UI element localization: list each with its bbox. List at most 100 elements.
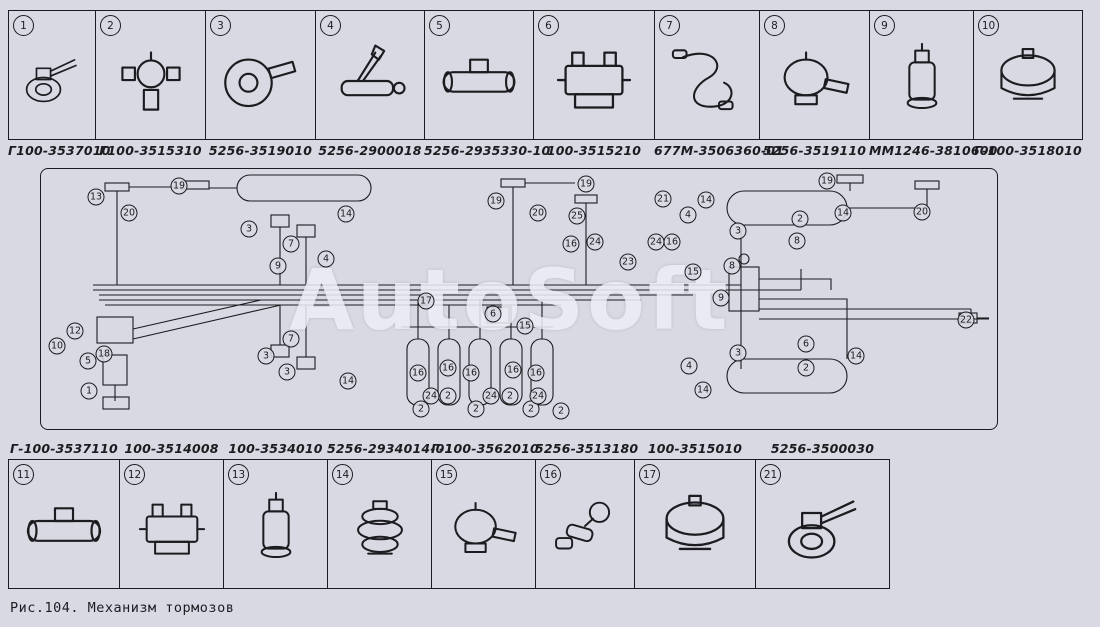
part-illustration [435,34,524,129]
part-number-badge: 9 [874,15,895,36]
schematic-drawing [93,174,989,410]
part-col: 5256-3500030 21 [755,438,890,589]
part-cell-21[interactable]: 21 [755,459,890,589]
part-illustration [326,34,415,129]
callout-19: 19 [170,177,188,195]
part-cell-13[interactable]: 13 [223,459,328,589]
part-number-label: 5256-3513180 [535,441,639,456]
part-cell-12[interactable]: 12 [119,459,224,589]
part-cell-17[interactable]: 17 [634,459,756,589]
part-col: 3 5256-3519010 [205,10,316,161]
callout-3: 3 [729,222,747,240]
part-cell-10[interactable]: 10 [973,10,1083,140]
part-col: Г-100-3537110 11 [8,438,120,589]
part-number-badge: 16 [540,464,561,485]
callout-16: 16 [409,364,427,382]
part-illustration [106,34,195,129]
part-col: 100-3514008 12 [119,438,224,589]
part-illustration [441,483,525,578]
part-number-label: 100-3515210 [546,143,642,158]
part-cell-15[interactable]: 15 [431,459,536,589]
part-cell-5[interactable]: 5 [424,10,534,140]
part-cell-11[interactable]: 11 [8,459,120,589]
part-cell-4[interactable]: 4 [315,10,425,140]
callout-2: 2 [412,400,430,418]
part-illustration [129,483,213,578]
part-number-label: 5256-2900018 [318,143,422,158]
part-number-badge: 2 [100,15,121,36]
callout-2: 2 [467,400,485,418]
part-cell-8[interactable]: 8 [759,10,870,140]
part-col: 10 Г-100-3518010 [973,10,1083,161]
callout-2: 2 [501,387,519,405]
callout-3: 3 [278,363,296,381]
callout-19: 19 [577,175,595,193]
callout-14: 14 [337,205,355,223]
part-number-label: Г-100-3537110 [10,441,118,456]
part-illustration [768,483,877,578]
callout-20: 20 [529,204,547,222]
callout-13: 13 [87,188,105,206]
part-col: 5256-3513180 16 [535,438,639,589]
part-illustration [17,34,88,129]
callout-8: 8 [723,257,741,275]
part-illustration [984,34,1073,129]
part-cell-16[interactable]: 16 [535,459,635,589]
part-number-label: Г100-3515310 [99,143,202,158]
part-col: 2 Г100-3515310 [95,10,206,161]
callout-25: 25 [568,207,586,225]
part-cell-7[interactable]: 7 [654,10,760,140]
callout-3: 3 [729,344,747,362]
part-number-badge: 11 [13,464,34,485]
part-number-label: 100-3534010 [228,441,323,456]
part-number-label: ММ1246-3810600 [869,143,998,158]
part-illustration [545,34,643,129]
callout-4: 4 [679,206,697,224]
callout-16: 16 [439,359,457,377]
callout-15: 15 [516,317,534,335]
callout-15: 15 [684,263,702,281]
callout-4: 4 [317,250,335,268]
callout-7: 7 [282,330,300,348]
callout-6: 6 [797,335,815,353]
part-number-label: Г100-3537010 [8,143,111,158]
callout-4: 4 [680,357,698,375]
part-number-label: 5256-3500030 [770,441,875,456]
part-illustration [337,483,421,578]
callout-24: 24 [529,387,547,405]
callout-16: 16 [527,364,545,382]
callout-16: 16 [462,364,480,382]
part-col: 7 677М-3506360-01 [654,10,784,161]
bottom-parts-row: Г-100-3537110 11 100-3514008 12 100-3534… [8,438,890,589]
part-cell-9[interactable]: 9 [869,10,974,140]
part-cell-3[interactable]: 3 [205,10,316,140]
part-cell-6[interactable]: 6 [533,10,655,140]
part-illustration [770,34,859,129]
part-number-badge: 6 [538,15,559,36]
part-cell-2[interactable]: 2 [95,10,206,140]
callout-19: 19 [487,192,505,210]
part-number-badge: 8 [764,15,785,36]
part-illustration [646,483,744,578]
part-number-label: 5256-2934014-01 [327,441,454,456]
part-cell-14[interactable]: 14 [327,459,432,589]
callout-21: 21 [654,190,672,208]
callout-20: 20 [913,203,931,221]
part-number-label: 5256-3519010 [208,143,313,158]
part-number-label: Г-100-3562010 [431,441,539,456]
part-col: 9 ММ1246-3810600 [869,10,998,161]
part-number-label: 100-3514008 [124,441,219,456]
part-number-badge: 21 [760,464,781,485]
part-col: 4 5256-2900018 [315,10,425,161]
callout-14: 14 [339,372,357,390]
part-col: 5 5256-2935330-10 [424,10,550,161]
part-illustration [216,34,305,129]
part-cell-1[interactable]: 1 [8,10,96,140]
part-number-badge: 3 [210,15,231,36]
callout-24: 24 [647,233,665,251]
part-col: 8 5256-3519110 [759,10,870,161]
callout-14: 14 [697,191,715,209]
part-illustration [19,483,109,578]
part-number-badge: 15 [436,464,457,485]
